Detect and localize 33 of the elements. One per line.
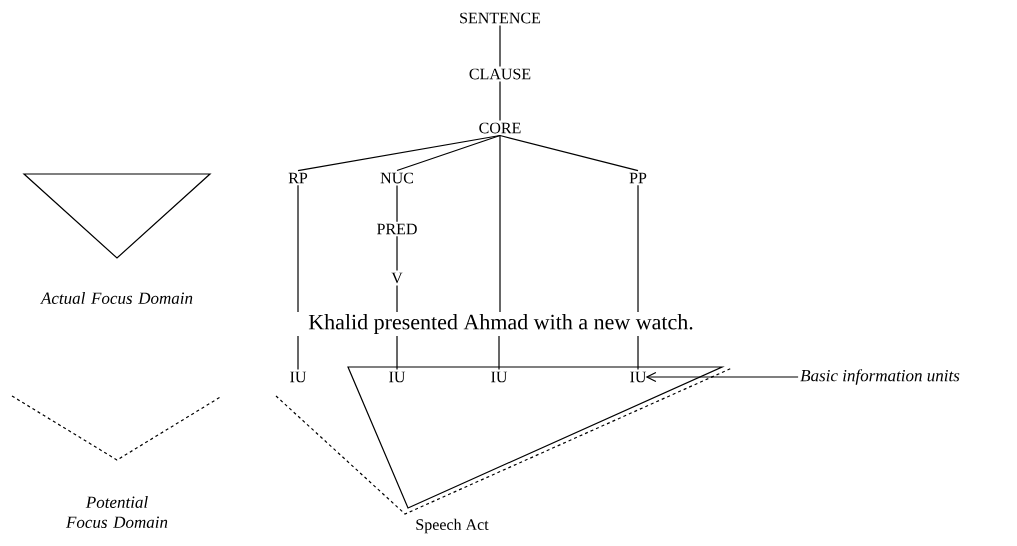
tree-line [637,335,639,371]
tree-line [396,134,501,172]
tree-line [499,134,501,313]
unit-label: IU [290,371,307,383]
tree-line [499,24,501,68]
tree-line [297,184,299,313]
tree-line [498,335,500,371]
node-label: CORE [479,122,521,134]
tree-line [396,335,398,371]
tree-line [297,335,299,371]
annotation-text: Basic information units [800,369,960,385]
node-label: V [391,272,403,284]
tree-line [499,80,501,122]
node-label: CLAUSE [469,68,531,80]
legend-text: Actual Focus Domain [40,292,193,304]
unit-label: IU [630,371,647,383]
tree-line [637,184,639,313]
node-label: RP [288,172,308,184]
sentence-text: Khalid presented Ahmad with a new watch. [308,314,693,334]
unit-label: IU [389,371,406,383]
speech-act-label: Speech Act [416,518,489,534]
node-label: NUC [380,172,413,184]
arrow [645,371,799,383]
node-label: SENTENCE [460,12,541,24]
unit-label: IU [491,371,508,383]
tree-line [396,184,398,223]
node-label: PRED [377,223,417,235]
node-label: PP [629,172,647,184]
tree-line [297,134,501,172]
tree-line [396,284,398,313]
tree-line [396,235,398,272]
legend-text: Potential Focus Domain [65,496,168,528]
tree-line [499,134,639,172]
